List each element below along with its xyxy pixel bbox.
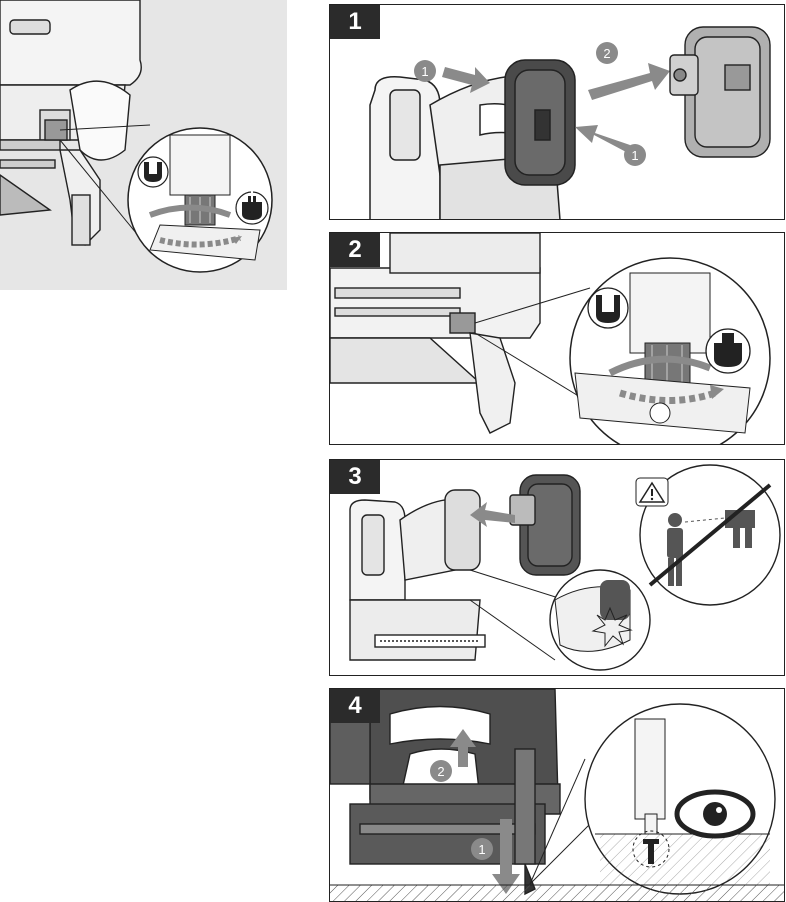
slide-arrow-2 <box>588 63 670 100</box>
push-arrow-1b <box>575 125 630 153</box>
svg-text:1: 1 <box>478 842 485 857</box>
step-2-panel: 2 <box>329 232 785 445</box>
battery-pack <box>670 27 770 157</box>
svg-text:2: 2 <box>603 46 610 61</box>
battery-pack <box>510 475 580 575</box>
warning-triangle-icon <box>636 478 668 506</box>
step-1-badge: 1 <box>330 5 380 39</box>
work-surface <box>330 885 784 901</box>
step-3-badge: 3 <box>330 460 380 494</box>
step-3-panel: 3 <box>329 459 785 676</box>
eye-icon <box>677 792 753 836</box>
step-4-panel: 4 2 1 <box>329 688 785 902</box>
callout-1-right: 1 <box>624 144 646 166</box>
svg-text:1: 1 <box>421 64 428 79</box>
step-4-badge: 4 <box>330 689 380 723</box>
overview-tool <box>0 0 141 245</box>
contact-mode-icon <box>706 329 750 373</box>
step-1-panel: 1 1 2 <box>329 4 785 220</box>
callout-2: 2 <box>430 760 452 782</box>
overview-illustration <box>0 0 287 290</box>
svg-text:1: 1 <box>631 148 638 163</box>
step-2-badge: 2 <box>330 233 380 267</box>
callout-1: 1 <box>471 838 493 860</box>
callout-2: 2 <box>596 42 618 64</box>
sequential-mode-icon <box>588 288 628 328</box>
click-detail-circle <box>550 570 650 670</box>
nailer-body <box>350 490 485 660</box>
sequential-mode-icon <box>138 157 168 187</box>
callout-1-left: 1 <box>414 60 436 82</box>
svg-text:2: 2 <box>437 764 444 779</box>
